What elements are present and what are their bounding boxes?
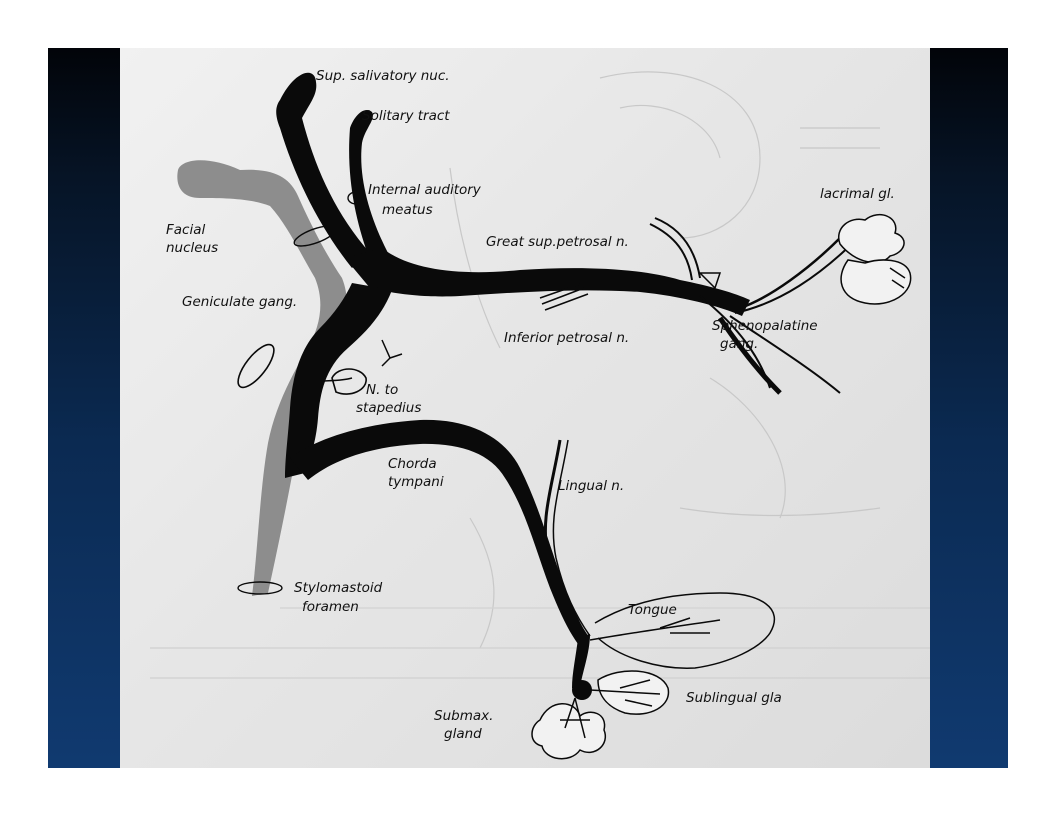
descending-trunk [285,283,392,478]
sublingual-gland [589,670,670,715]
background-faint-sketch [150,71,930,679]
lingual-nerve [543,439,587,639]
submandibular-ganglion [572,680,592,700]
label-internal-auditory-1: Internal auditory [368,182,482,198]
solitary-tract-branch [349,109,388,260]
label-internal-auditory-2: meatus [382,202,433,218]
small-branch-geniculate [381,339,403,367]
label-facial-nucleus-1: Facial [166,222,205,238]
inferior-petrosal-nerve [539,283,589,311]
sphenopalatine-branches [649,217,861,395]
facial-nerve-diagram: Sup. salivatory nuc. Solitary tract Inte… [150,68,930,760]
lingual-nerve-outline [552,439,591,637]
label-lingual: Lingual n. [558,478,624,494]
label-sphenopalatine-1: Sphenopalatine [712,318,818,334]
sup-salivatory-branch [276,72,370,268]
label-facial-nucleus-2: nucleus [166,240,218,256]
label-sublingual: Sublingual gla [686,690,782,706]
scanned-diagram-page: Sup. salivatory nuc. Solitary tract Inte… [120,48,930,768]
tongue [589,592,776,669]
label-sup-salivatory: Sup. salivatory nuc. [316,68,450,84]
great-superficial-petrosal-trunk [345,248,750,316]
label-sphenopalatine-2: gang. [720,336,758,352]
chorda-tympani-nerve [290,419,590,644]
label-great-sup-petrosal: Great sup.petrosal n. [486,234,629,250]
diagram-labels: Sup. salivatory nuc. Solitary tract Inte… [166,68,895,742]
label-n-to-stapedius-2: stapedius [356,400,421,416]
nerve-to-submandibular [572,634,590,688]
label-chorda-2: tympani [388,474,444,490]
lacrimal-gland [837,214,912,305]
label-submax-1: Submax. [434,708,493,724]
nerve-trunk [276,72,750,688]
label-n-to-stapedius-1: N. to [366,382,398,398]
label-submax-2: gland [444,726,482,742]
label-lacrimal-gland: lacrimal gl. [820,186,895,202]
rings [237,191,365,595]
label-inferior-petrosal: Inferior petrosal n. [504,330,629,346]
label-stylomastoid-1: Stylomastoid [294,580,383,596]
submaxillary-gland [531,697,607,760]
label-geniculate-ganglion: Geniculate gang. [182,294,297,310]
label-tongue: Tongue [628,602,677,618]
label-solitary-tract: Solitary tract [362,108,450,124]
label-stylomastoid-2: foramen [302,599,359,615]
label-chorda-1: Chorda [388,456,437,472]
nerve-to-stapedius [237,343,367,395]
